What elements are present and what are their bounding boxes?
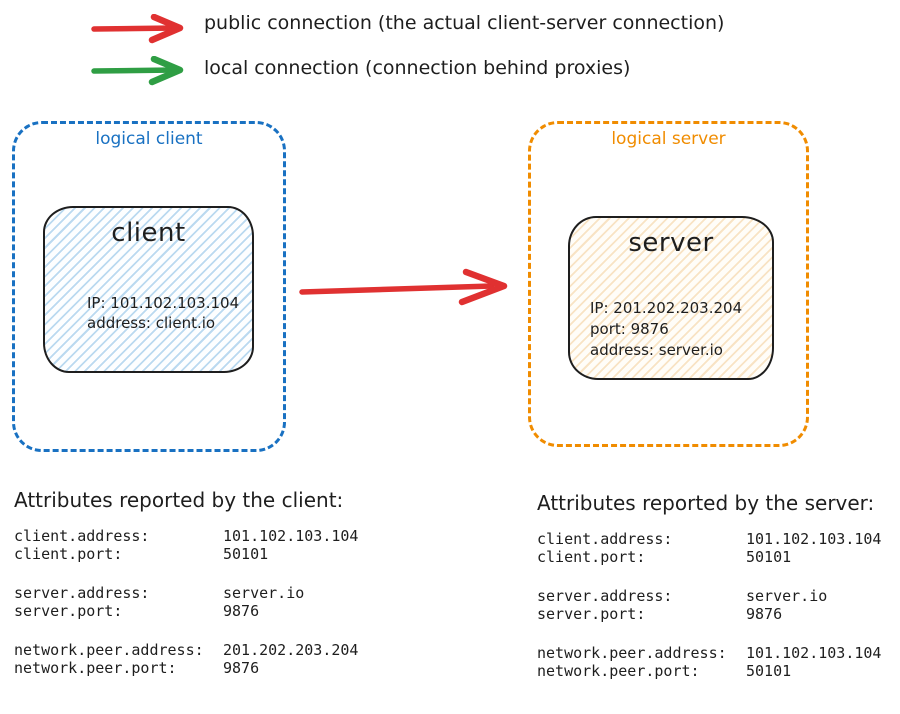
server-attributes-panel: Attributes reported by the server: clien… <box>537 491 881 701</box>
attr-key: network.peer.port: <box>537 662 700 680</box>
attr-key: network.peer.port: <box>14 659 177 677</box>
client-address-line: address: client.io <box>87 314 216 332</box>
client-attributes-panel: Attributes reported by the client: clien… <box>14 488 358 698</box>
attr-row: server.port: 9876 <box>14 602 358 620</box>
arrow-right-icon <box>91 14 184 44</box>
logical-client-label: logical client <box>95 129 203 149</box>
attr-key: network.peer.address: <box>14 641 204 659</box>
attr-value: 9876 <box>223 602 260 620</box>
legend-local-label: local connection (connection behind prox… <box>204 57 631 79</box>
server-attr-group: network.peer.address: 101.102.103.104 ne… <box>537 644 881 680</box>
attr-key: network.peer.address: <box>537 644 727 662</box>
attr-value: 50101 <box>223 545 269 563</box>
attr-row: network.peer.port: 50101 <box>537 662 881 680</box>
attr-key: server.port: <box>14 602 123 620</box>
attr-value: server.io <box>223 584 305 602</box>
attr-value: 101.102.103.104 <box>746 530 882 548</box>
client-server-connection-arrow-icon <box>292 266 522 312</box>
attr-value: server.io <box>746 587 828 605</box>
logical-server-label: logical server <box>611 129 726 149</box>
client-attr-group: network.peer.address: 201.202.203.204 ne… <box>14 641 358 677</box>
legend-public-arrow-icon <box>90 14 204 44</box>
attr-key: client.address: <box>14 527 150 545</box>
attr-value: 50101 <box>746 662 792 680</box>
client-attr-group: server.address: server.io server.port: 9… <box>14 584 358 620</box>
attr-key: client.port: <box>537 548 646 566</box>
attr-row: server.address: server.io <box>537 587 881 605</box>
attr-key: client.address: <box>537 530 673 548</box>
attr-value: 9876 <box>223 659 260 677</box>
legend-local-arrow-icon <box>90 56 204 86</box>
attr-key: server.port: <box>537 605 646 623</box>
server-ip-line: IP: 201.202.203.204 <box>590 299 743 317</box>
attr-row: client.port: 50101 <box>537 548 881 566</box>
client-node: client IP: 101.102.103.104 address: clie… <box>43 206 254 373</box>
server-port-line: port: 9876 <box>590 320 669 338</box>
server-attr-group: server.address: server.io server.port: 9… <box>537 587 881 623</box>
attr-value: 101.102.103.104 <box>746 644 882 662</box>
attr-value: 201.202.203.204 <box>223 641 359 659</box>
attr-row: server.address: server.io <box>14 584 358 602</box>
client-attr-group: client.address: 101.102.103.104 client.p… <box>14 527 358 563</box>
attr-row: network.peer.port: 9876 <box>14 659 358 677</box>
server-node: server IP: 201.202.203.204 port: 9876 ad… <box>568 216 774 380</box>
attr-value: 9876 <box>746 605 783 623</box>
logical-server-group: logical server server IP: 201.202.203.20… <box>528 121 809 447</box>
arrow-right-icon <box>91 56 184 86</box>
server-node-info: IP: 201.202.203.204 port: 9876 address: … <box>590 298 742 361</box>
server-attr-group: client.address: 101.102.103.104 client.p… <box>537 530 881 566</box>
attr-row: server.port: 9876 <box>537 605 881 623</box>
attr-row: network.peer.address: 101.102.103.104 <box>537 644 881 662</box>
attr-row: client.address: 101.102.103.104 <box>537 530 881 548</box>
arrow-right-icon <box>299 268 508 306</box>
attr-row: client.port: 50101 <box>14 545 358 563</box>
client-attributes-title: Attributes reported by the client: <box>14 488 344 512</box>
attr-value: 101.102.103.104 <box>223 527 359 545</box>
attr-row: client.address: 101.102.103.104 <box>14 527 358 545</box>
server-attributes-title: Attributes reported by the server: <box>537 491 875 515</box>
client-ip-line: IP: 101.102.103.104 <box>87 294 240 312</box>
attr-key: server.address: <box>537 587 673 605</box>
attr-key: client.port: <box>14 545 123 563</box>
server-node-title: server <box>628 228 714 258</box>
attr-key: server.address: <box>14 584 150 602</box>
attr-row: network.peer.address: 201.202.203.204 <box>14 641 358 659</box>
server-address-line: address: server.io <box>590 341 723 359</box>
attr-value: 50101 <box>746 548 792 566</box>
client-node-info: IP: 101.102.103.104 address: client.io <box>87 293 239 333</box>
client-node-title: client <box>111 218 186 248</box>
legend-public-label: public connection (the actual client-ser… <box>204 12 725 34</box>
logical-client-group: logical client client IP: 101.102.103.10… <box>12 121 286 452</box>
